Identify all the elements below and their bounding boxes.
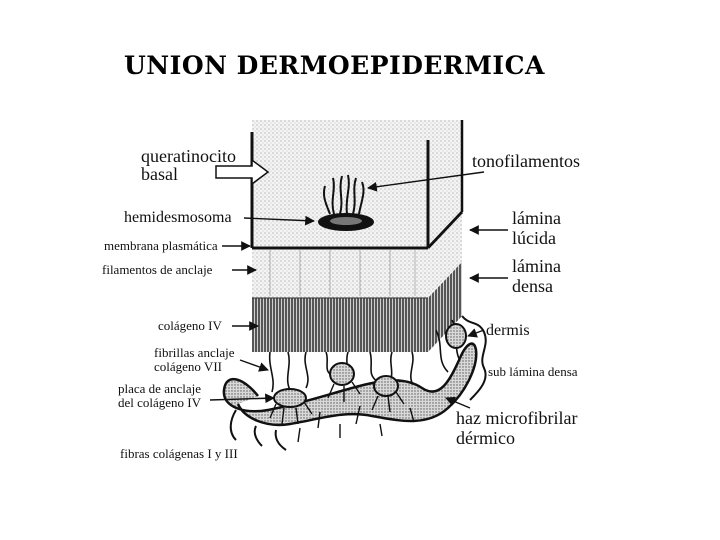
label-filamentos-anclaje: filamentos de anclaje — [102, 262, 213, 277]
label-basal: basal — [141, 164, 178, 184]
label-membrana-plasmatica: membrana plasmática — [104, 238, 218, 253]
label-colageno-iv: colágeno IV — [158, 318, 223, 333]
fibrillas-arrow — [240, 360, 268, 370]
diagram-title: UNION DERMOEPIDERMICA — [124, 51, 545, 80]
label-lamina-lucida-2: lúcida — [512, 228, 556, 248]
label-lamina-lucida-1: lámina — [512, 208, 561, 228]
label-tonofilamentos: tonofilamentos — [472, 151, 580, 171]
label-fibras-colagenas: fibras colágenas I y III — [120, 446, 238, 461]
placa-arrow — [210, 398, 274, 400]
hemidesmosome — [318, 213, 374, 231]
label-dermis: dermis — [486, 322, 530, 339]
label-placa-anclaje: placa de anclaje — [118, 381, 201, 396]
label-queratinocito: queratinocito — [141, 146, 236, 166]
microfibrillar-bundle — [224, 344, 476, 425]
label-del-colageno-iv: del colágeno IV — [118, 395, 202, 410]
label-lamina-densa-2: densa — [512, 276, 553, 296]
label-fibrillas-anclaje: fibrillas anclaje — [154, 345, 235, 360]
label-dermico: dérmico — [456, 428, 515, 448]
label-lamina-densa-1: lámina — [512, 256, 561, 276]
label-hemidesmosoma: hemidesmosoma — [124, 209, 232, 226]
label-haz-microfibrilar: haz microfibrilar — [456, 408, 577, 428]
label-colageno-vii: colágeno VII — [154, 359, 222, 374]
dermis-arrow — [468, 330, 484, 336]
label-sub-lamina-densa: sub lámina densa — [488, 364, 578, 379]
